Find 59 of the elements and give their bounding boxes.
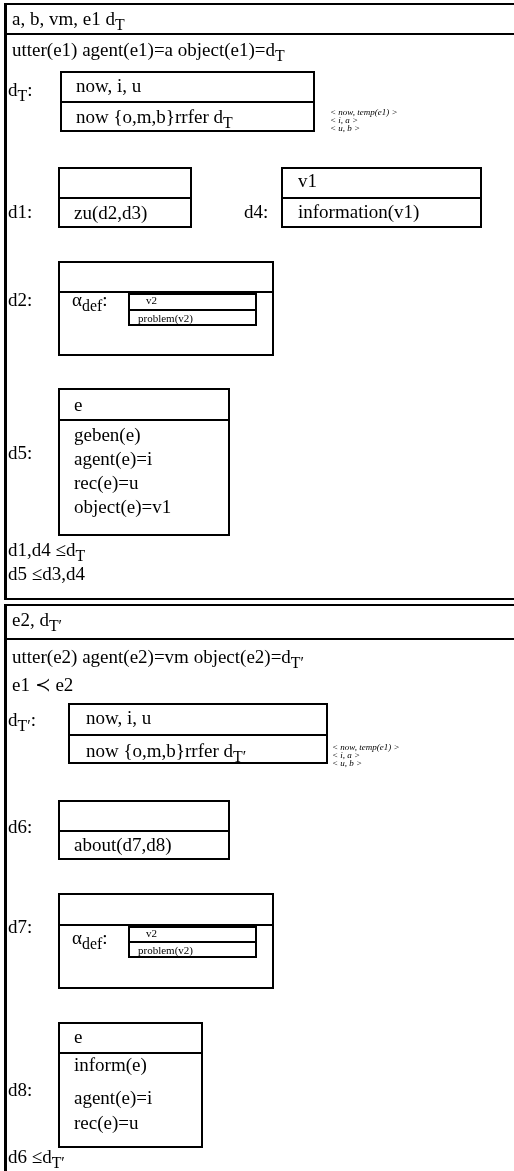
condition-text: d6 ≤d$_{T′}$	[8, 1146, 65, 1171]
sub-drs-box	[58, 167, 192, 228]
box-label: d6:	[8, 816, 33, 838]
condition-text: now {o,m,b}rrfer d$_{T}$	[76, 106, 233, 133]
referent-text: e	[74, 394, 83, 416]
sub-drs-box	[58, 1022, 203, 1148]
condition-text: inform(e)	[74, 1054, 147, 1076]
box-label: α$_{def}$:	[72, 927, 108, 954]
sub-drs-box	[60, 71, 315, 132]
condition-text: geben(e)	[74, 424, 141, 446]
condition-text: d1,d4 ≤d$_{T}$	[8, 539, 86, 566]
anchor-pair: < now, temp(e1) >	[330, 108, 398, 117]
box-label: d$_{T′}$:	[8, 709, 36, 736]
referent-text: a, b, vm, e1 d$_{T}$	[12, 8, 125, 35]
sub-drs-box	[58, 893, 274, 989]
box-label: α$_{def}$:	[72, 289, 108, 316]
box-label: d4:	[244, 201, 269, 223]
sub-drs-box	[281, 167, 482, 228]
condition-text: d5 ≤d3,d4	[8, 563, 85, 585]
referent-text: e2, d$_{T′}$	[12, 609, 63, 636]
referent-text: now, i, u	[86, 707, 152, 729]
referent-text: now, i, u	[76, 75, 142, 97]
condition-text: rec(e)=u	[74, 472, 139, 494]
box-label: d7:	[8, 916, 33, 938]
condition-text: agent(e)=i	[74, 448, 153, 470]
condition-text: problem(v2)	[138, 312, 193, 325]
referent-text: v1	[298, 170, 317, 192]
drs-box	[4, 604, 514, 1171]
anchor-pair: < i, a >	[332, 751, 361, 760]
box-label: d8:	[8, 1079, 33, 1101]
sub-drs-box	[128, 293, 257, 326]
condition-text: problem(v2)	[138, 944, 193, 957]
drs-box	[4, 3, 514, 600]
box-label: d2:	[8, 289, 33, 311]
referent-text: zu(d2,d3)	[74, 202, 148, 224]
referent-text: v2	[146, 927, 157, 940]
box-label: d1:	[8, 201, 33, 223]
anchor-pair: < i, a >	[330, 116, 359, 125]
anchor-pair: < u, b >	[332, 759, 363, 768]
anchor-pair: < now, temp(e1) >	[332, 743, 400, 752]
condition-text: now {o,m,b}rrfer d$_{T′}$	[86, 740, 247, 767]
condition-text: rec(e)=u	[74, 1112, 139, 1134]
condition-text: utter(e2) agent(e2)=vm object(e2)=d$_{T′}$	[12, 646, 304, 673]
anchor-pair: < u, b >	[330, 124, 361, 133]
box-label: d5:	[8, 442, 33, 464]
condition-text: object(e)=v1	[74, 496, 172, 518]
referent-text: e	[74, 1026, 83, 1048]
condition-text: agent(e)=i	[74, 1087, 153, 1109]
referent-text: v2	[146, 294, 157, 307]
sub-drs-box	[58, 388, 230, 536]
condition-text: information(v1)	[298, 201, 420, 223]
condition-text: utter(e1) agent(e1)=a object(e1)=d$_{T}$	[12, 39, 285, 66]
box-label: d$_{T}$:	[8, 79, 33, 106]
sub-drs-box	[68, 703, 328, 764]
referent-text: about(d7,d8)	[74, 834, 172, 856]
sub-drs-box	[58, 261, 274, 356]
sub-drs-box	[128, 926, 257, 958]
condition-text: e1 ≺ e2	[12, 674, 74, 696]
sub-drs-box	[58, 800, 230, 860]
